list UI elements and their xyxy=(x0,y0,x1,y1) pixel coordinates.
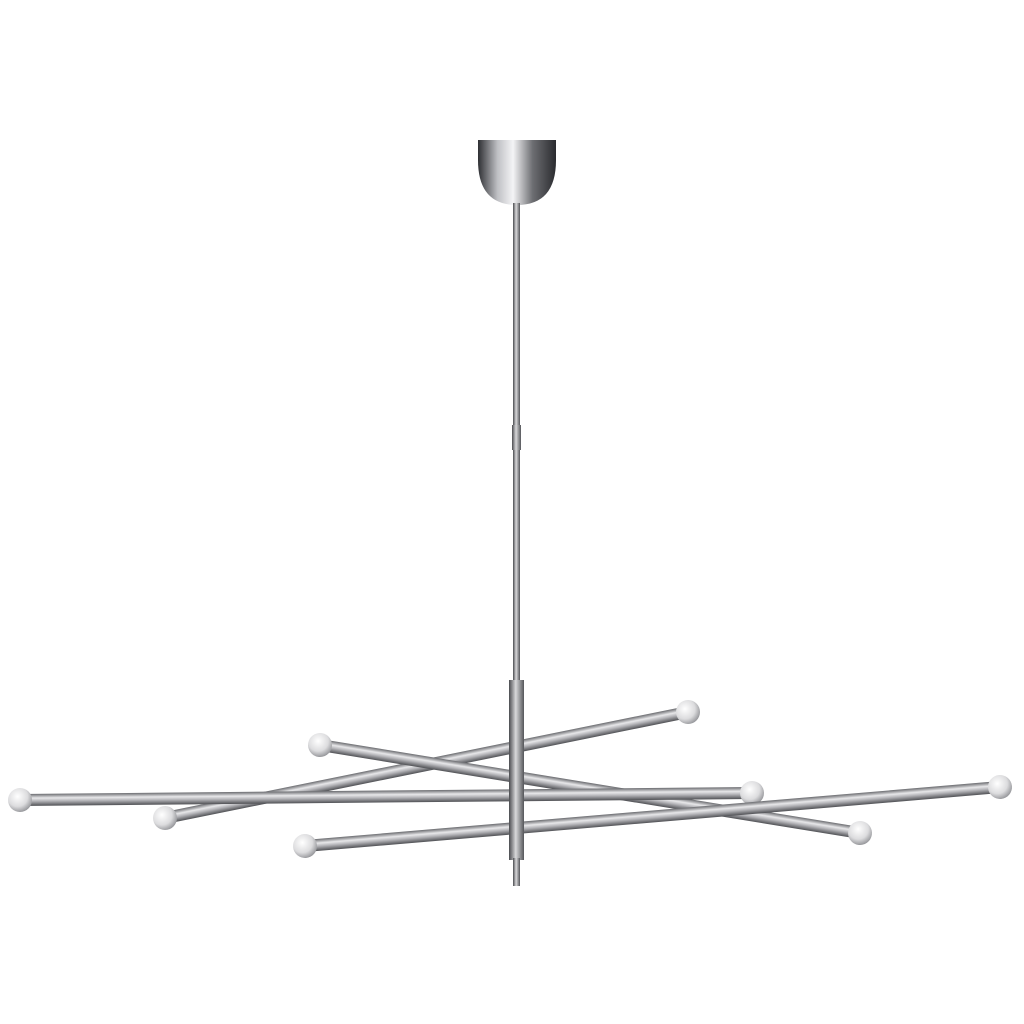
arm-3 xyxy=(8,780,764,812)
glass-ball-end xyxy=(8,788,32,812)
arm-4 xyxy=(293,775,1012,858)
arm-rod xyxy=(304,781,1001,852)
canopy xyxy=(478,140,556,205)
glass-ball-end xyxy=(153,806,177,830)
glass-ball-end xyxy=(848,821,873,846)
glass-ball-end xyxy=(739,780,764,805)
arm-rod xyxy=(19,787,753,806)
glass-ball-end xyxy=(676,699,701,724)
stem-joint xyxy=(512,425,521,450)
glass-ball-end xyxy=(308,733,332,757)
glass-ball-end xyxy=(293,834,317,858)
glass-ball-end xyxy=(987,775,1012,800)
hub-tip xyxy=(513,858,520,886)
hub xyxy=(509,680,524,860)
